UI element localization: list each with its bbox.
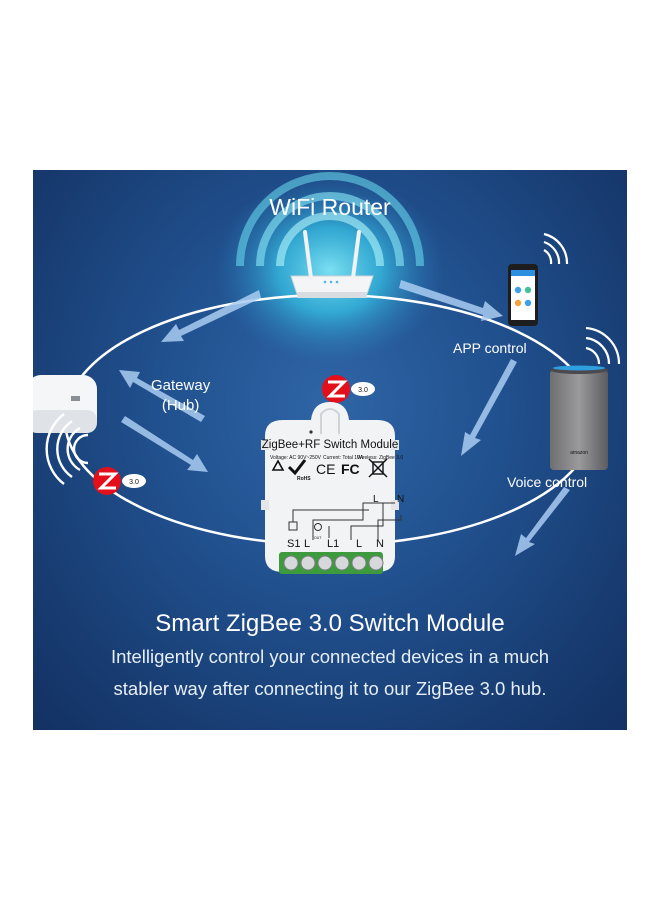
wifi-router-icon <box>290 230 374 298</box>
module-spec-wireless: Wireless: ZigBee 3.0 <box>357 455 403 461</box>
module-title: ZigBee+RF Switch Module <box>262 439 398 451</box>
terminal-screws <box>283 555 384 571</box>
top-l-label: L <box>373 494 379 505</box>
phone-signal-icon <box>543 232 569 265</box>
speaker-brand: amazon <box>570 450 588 456</box>
zigbee-version-pill-left <box>122 474 146 488</box>
voice-control-label: Voice control <box>507 474 588 490</box>
out-mark: OUT <box>314 536 322 540</box>
terminal-l-b: L <box>356 538 362 550</box>
cert-fc: FC <box>341 461 360 477</box>
gateway-label-line2: (Hub) <box>161 397 200 414</box>
gateway-hub-icon <box>33 375 97 433</box>
module-spec-voltage: Voltage: AC 90V~250V <box>270 455 322 461</box>
description-line-2: stabler way after connecting it to our Z… <box>113 678 547 699</box>
zigbee-logo-icon <box>322 375 350 403</box>
check-mark-icon <box>287 459 307 476</box>
top-n-label: N <box>397 494 404 505</box>
arrow-router-to-phone <box>399 280 503 321</box>
gateway-label-line1: Gateway <box>151 377 211 394</box>
arrow-module-to-gateway <box>119 370 205 422</box>
gateway-label: Gateway (Hub) <box>151 376 210 416</box>
terminal-n: N <box>376 538 384 550</box>
cert-rohs: RoHS <box>297 476 311 482</box>
terminal-l-a: L <box>304 538 310 550</box>
speaker-signal-icon <box>585 326 621 365</box>
module-spec-current: Current: Total 10A <box>323 455 364 461</box>
router-glow <box>215 172 445 365</box>
arrow-gateway-to-module <box>121 416 208 472</box>
arrow-phone-to-module <box>461 359 517 456</box>
illustration-graphics: ZigBee+RF Switch Module Voltage: AC 90V~… <box>33 172 621 574</box>
zigbee-version-pill <box>351 382 375 396</box>
smartphone-icon <box>508 264 538 326</box>
smart-speaker-icon <box>550 365 608 470</box>
main-heading: Smart ZigBee 3.0 Switch Module <box>155 610 505 637</box>
arrows <box>119 280 570 556</box>
zigbee-logo-icon-left <box>93 467 121 495</box>
terminal-l1: L1 <box>327 538 339 550</box>
zigbee-badge-version-left: 3.0 <box>129 479 139 486</box>
wifi-router-label: WiFi Router <box>269 194 391 220</box>
terminal-s1: S1 <box>287 538 300 550</box>
certification-icons <box>271 458 388 478</box>
illustration-panel: ZigBee+RF Switch Module Voltage: AC 90V~… <box>33 170 627 730</box>
zigbee-badge-version: 3.0 <box>358 387 368 394</box>
arrow-router-to-gateway <box>161 290 261 342</box>
gateway-signal-icon <box>45 413 89 485</box>
weee-bin-icon <box>368 458 388 478</box>
app-control-label: APP control <box>453 340 527 356</box>
description-line-1: Intelligently control your connected dev… <box>110 646 550 667</box>
cert-ce: CE <box>316 461 335 477</box>
arrow-speaker-to-module <box>515 487 570 556</box>
